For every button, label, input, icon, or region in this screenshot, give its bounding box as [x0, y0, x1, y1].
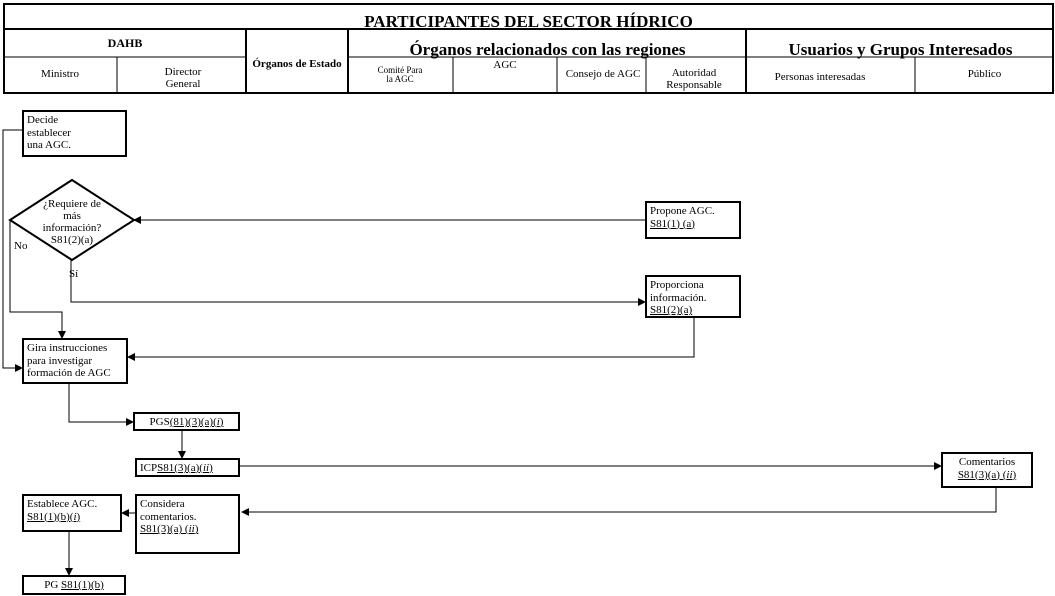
- group-dahb: DAHB: [107, 36, 143, 51]
- node-pgs: PGS(81)(3)(a)(i): [133, 412, 240, 431]
- node-proporciona: Proporciona información. S81(2)(a): [645, 275, 741, 318]
- node-icps: ICPS81(3)(a)(ii): [135, 458, 240, 477]
- node-requiere: ¿Requiere de más información? S81(2)(a): [42, 197, 102, 247]
- column-personas-interesadas: Personas interesadas: [774, 71, 866, 84]
- group-regiones: Órganos relacionados con las regiones: [409, 40, 686, 60]
- participants-header: [3, 3, 1054, 94]
- decision-diamond: [8, 178, 136, 262]
- node-pg: PG S81(1)(b): [22, 575, 126, 595]
- arrow-decide-to-gira: [2, 129, 23, 372]
- column-consejo-agc: Consejo de AGC: [565, 68, 641, 81]
- arrow-si-to-proporciona: [70, 260, 646, 306]
- arrow-no-to-gira: [9, 220, 66, 339]
- node-considera: Considera comentarios. S81(3)(a) (ii): [135, 494, 240, 554]
- arrow-comentarios-to-considera: [241, 488, 997, 516]
- column-autoridad-responsable: Autoridad Responsable: [666, 67, 722, 91]
- node-propone: Propone AGC. S81(1) (a): [645, 201, 741, 239]
- label-si: Sí: [69, 268, 79, 280]
- arrow-proporciona-to-gira: [127, 318, 695, 361]
- node-establece: Establece AGC.S81(1)(b)(i): [22, 494, 122, 532]
- column-comite-agc: Comité Para la AGC: [377, 64, 423, 84]
- header-title: PARTICIPANTES DEL SECTOR HÍDRICO: [364, 12, 693, 32]
- node-decide: Decide establecer una AGC.: [22, 110, 127, 157]
- column-ministro: Ministro: [41, 68, 79, 81]
- arrow-gira-to-pgs: [68, 384, 134, 426]
- column-director-general: Director General: [164, 66, 202, 90]
- column-publico: Público: [967, 68, 1002, 81]
- label-no: No: [14, 240, 28, 252]
- group-organos-estado: Órganos de Estado: [252, 58, 342, 71]
- column-agc: AGC: [493, 59, 517, 72]
- node-gira: Gira instrucciones para investigar forma…: [22, 338, 128, 384]
- group-usuarios: Usuarios y Grupos Interesados: [788, 40, 1013, 60]
